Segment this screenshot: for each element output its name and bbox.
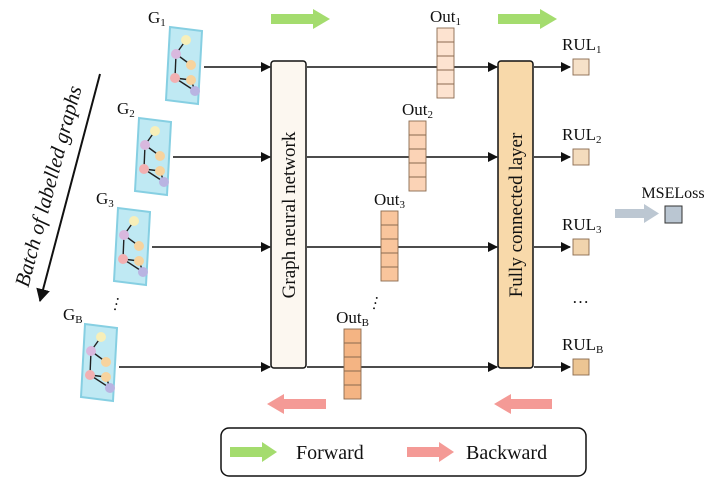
graph-node bbox=[101, 372, 111, 382]
graph-card-3: G3 bbox=[96, 189, 152, 287]
graph-node bbox=[134, 241, 144, 251]
graph-node bbox=[159, 177, 169, 187]
legend-box bbox=[220, 427, 587, 477]
graph-node bbox=[155, 151, 165, 161]
out-ellipsis: … bbox=[361, 292, 382, 312]
graph-node bbox=[86, 346, 96, 356]
top-forward-arrow-1 bbox=[271, 9, 330, 29]
loss-box bbox=[664, 205, 683, 224]
fc-label: Fully connected layer bbox=[506, 132, 527, 297]
gnn-label: Graph neural network bbox=[279, 131, 300, 298]
out-label-1: Out1 bbox=[430, 7, 461, 28]
rul-output-B: RULB bbox=[534, 335, 603, 376]
out-stack-3: Out3 bbox=[307, 190, 498, 282]
graph-node bbox=[190, 86, 200, 96]
rul-output-2: RUL2 bbox=[534, 125, 602, 166]
graph-card-B: GB bbox=[63, 305, 119, 403]
graph-label-2: G2 bbox=[117, 99, 135, 120]
graph-node bbox=[139, 164, 149, 174]
graph-node bbox=[181, 35, 191, 45]
rul-box bbox=[572, 358, 590, 376]
graph-node bbox=[170, 73, 180, 83]
graph-node bbox=[134, 256, 144, 266]
graph-card-2: G2 bbox=[117, 99, 173, 197]
out-stack-1: Out1 bbox=[307, 7, 498, 99]
fc-box bbox=[497, 60, 534, 369]
graph-label-3: G3 bbox=[96, 189, 114, 210]
batch-label: Batch of labelled graphs bbox=[10, 83, 87, 289]
graph-label-1: G1 bbox=[148, 8, 166, 29]
graph-node bbox=[105, 383, 115, 393]
graph-label-B: GB bbox=[63, 305, 83, 326]
rul-label-B: RULB bbox=[562, 335, 603, 356]
graph-node bbox=[96, 332, 106, 342]
legend: Forward Backward bbox=[220, 427, 587, 477]
graph-node bbox=[150, 126, 160, 136]
graph-node bbox=[155, 166, 165, 176]
top-forward-arrow-2 bbox=[498, 9, 557, 29]
graph-node bbox=[101, 357, 111, 367]
graph-ellipsis: … bbox=[102, 293, 123, 313]
graph-node bbox=[85, 370, 95, 380]
out-label-2: Out2 bbox=[402, 100, 433, 121]
graph-node bbox=[186, 60, 196, 70]
bottom-backward-arrow-1 bbox=[267, 394, 326, 414]
legend-backward-label: Backward bbox=[466, 442, 547, 464]
batch-arrow bbox=[36, 73, 101, 302]
legend-forward-label: Forward bbox=[296, 442, 364, 464]
rul-label-3: RUL3 bbox=[562, 215, 602, 236]
rul-label-1: RUL1 bbox=[562, 35, 602, 56]
out-stack-B: OutB bbox=[307, 308, 498, 400]
rul-box bbox=[572, 148, 590, 166]
rul-label-2: RUL2 bbox=[562, 125, 602, 146]
out-label-B: OutB bbox=[336, 308, 369, 329]
out-label-3: Out3 bbox=[374, 190, 406, 211]
graph-node bbox=[129, 216, 139, 226]
legend-backward-arrow-icon bbox=[407, 442, 454, 462]
rul-output-1: RUL1 bbox=[534, 35, 602, 76]
graph-node bbox=[119, 230, 129, 240]
rul-ellipsis: … bbox=[572, 288, 589, 307]
out-stack-2: Out2 bbox=[307, 100, 498, 192]
rul-box bbox=[572, 58, 590, 76]
rul-output-3: RUL3 bbox=[534, 215, 602, 256]
graph-node bbox=[140, 140, 150, 150]
legend-forward-arrow-icon bbox=[230, 442, 277, 462]
loss-label: MSELoss bbox=[641, 185, 704, 202]
graph-node bbox=[186, 75, 196, 85]
rul-box bbox=[572, 238, 590, 256]
gnn-box bbox=[270, 60, 307, 369]
graph-card-1: G1 bbox=[148, 8, 204, 106]
graph-node bbox=[138, 267, 148, 277]
graph-node bbox=[171, 49, 181, 59]
bottom-backward-arrow-2 bbox=[494, 394, 552, 414]
loss-arrow bbox=[615, 204, 659, 223]
graph-node bbox=[118, 254, 128, 264]
